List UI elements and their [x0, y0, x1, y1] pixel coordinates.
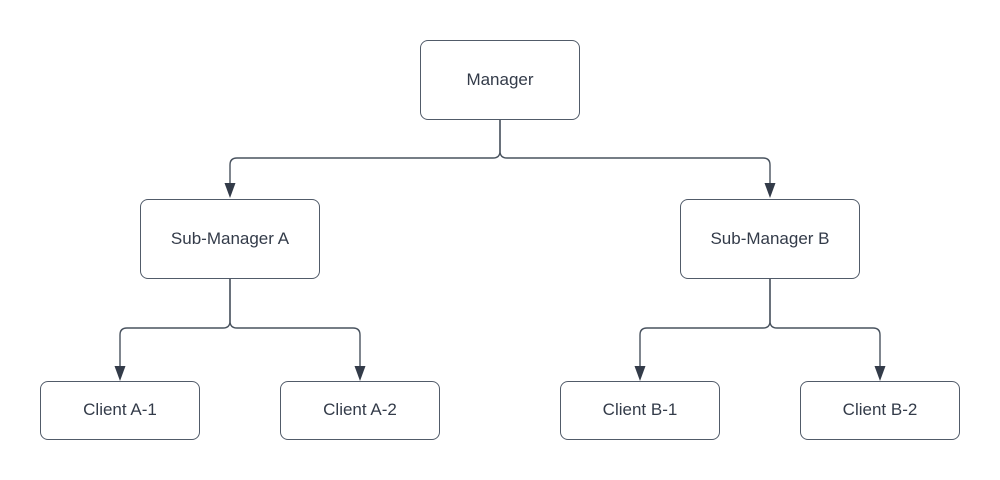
- arrowhead-down-icon: [224, 183, 236, 198]
- node-client-b1[interactable]: Client B-1: [560, 381, 720, 440]
- node-manager[interactable]: Manager: [420, 40, 580, 120]
- node-label: Manager: [466, 69, 534, 89]
- node-client-a1[interactable]: Client A-1: [40, 381, 200, 440]
- connector-line: [229, 279, 361, 366]
- arrowhead-down-icon: [634, 366, 646, 381]
- arrowhead-down-icon: [764, 183, 776, 198]
- arrowhead-down-icon: [874, 366, 886, 381]
- node-label: Client A-2: [323, 400, 397, 420]
- node-client-b2[interactable]: Client B-2: [800, 381, 960, 440]
- connector-line: [119, 279, 231, 366]
- node-sub-manager-a[interactable]: Sub-Manager A: [140, 199, 320, 279]
- node-client-a2[interactable]: Client A-2: [280, 381, 440, 440]
- connector-sub-manager-b-to-client-b1: [634, 279, 771, 381]
- node-label: Client B-1: [602, 400, 678, 420]
- connector-sub-manager-a-to-client-a2: [229, 279, 366, 381]
- arrowhead-down-icon: [114, 366, 126, 381]
- connector-line: [499, 120, 771, 183]
- connector-manager-to-sub-manager-a: [224, 120, 501, 198]
- connector-line: [769, 279, 881, 366]
- arrowhead-down-icon: [354, 366, 366, 381]
- connector-sub-manager-a-to-client-a1: [114, 279, 231, 381]
- node-label: Client A-1: [83, 400, 157, 420]
- node-label: Sub-Manager A: [170, 228, 290, 248]
- connector-sub-manager-b-to-client-b2: [769, 279, 886, 381]
- node-label: Client B-2: [842, 400, 918, 420]
- connector-line: [229, 120, 501, 183]
- node-sub-manager-b[interactable]: Sub-Manager B: [680, 199, 860, 279]
- node-label: Sub-Manager B: [710, 228, 830, 248]
- connector-line: [639, 279, 771, 366]
- connector-manager-to-sub-manager-b: [499, 120, 776, 198]
